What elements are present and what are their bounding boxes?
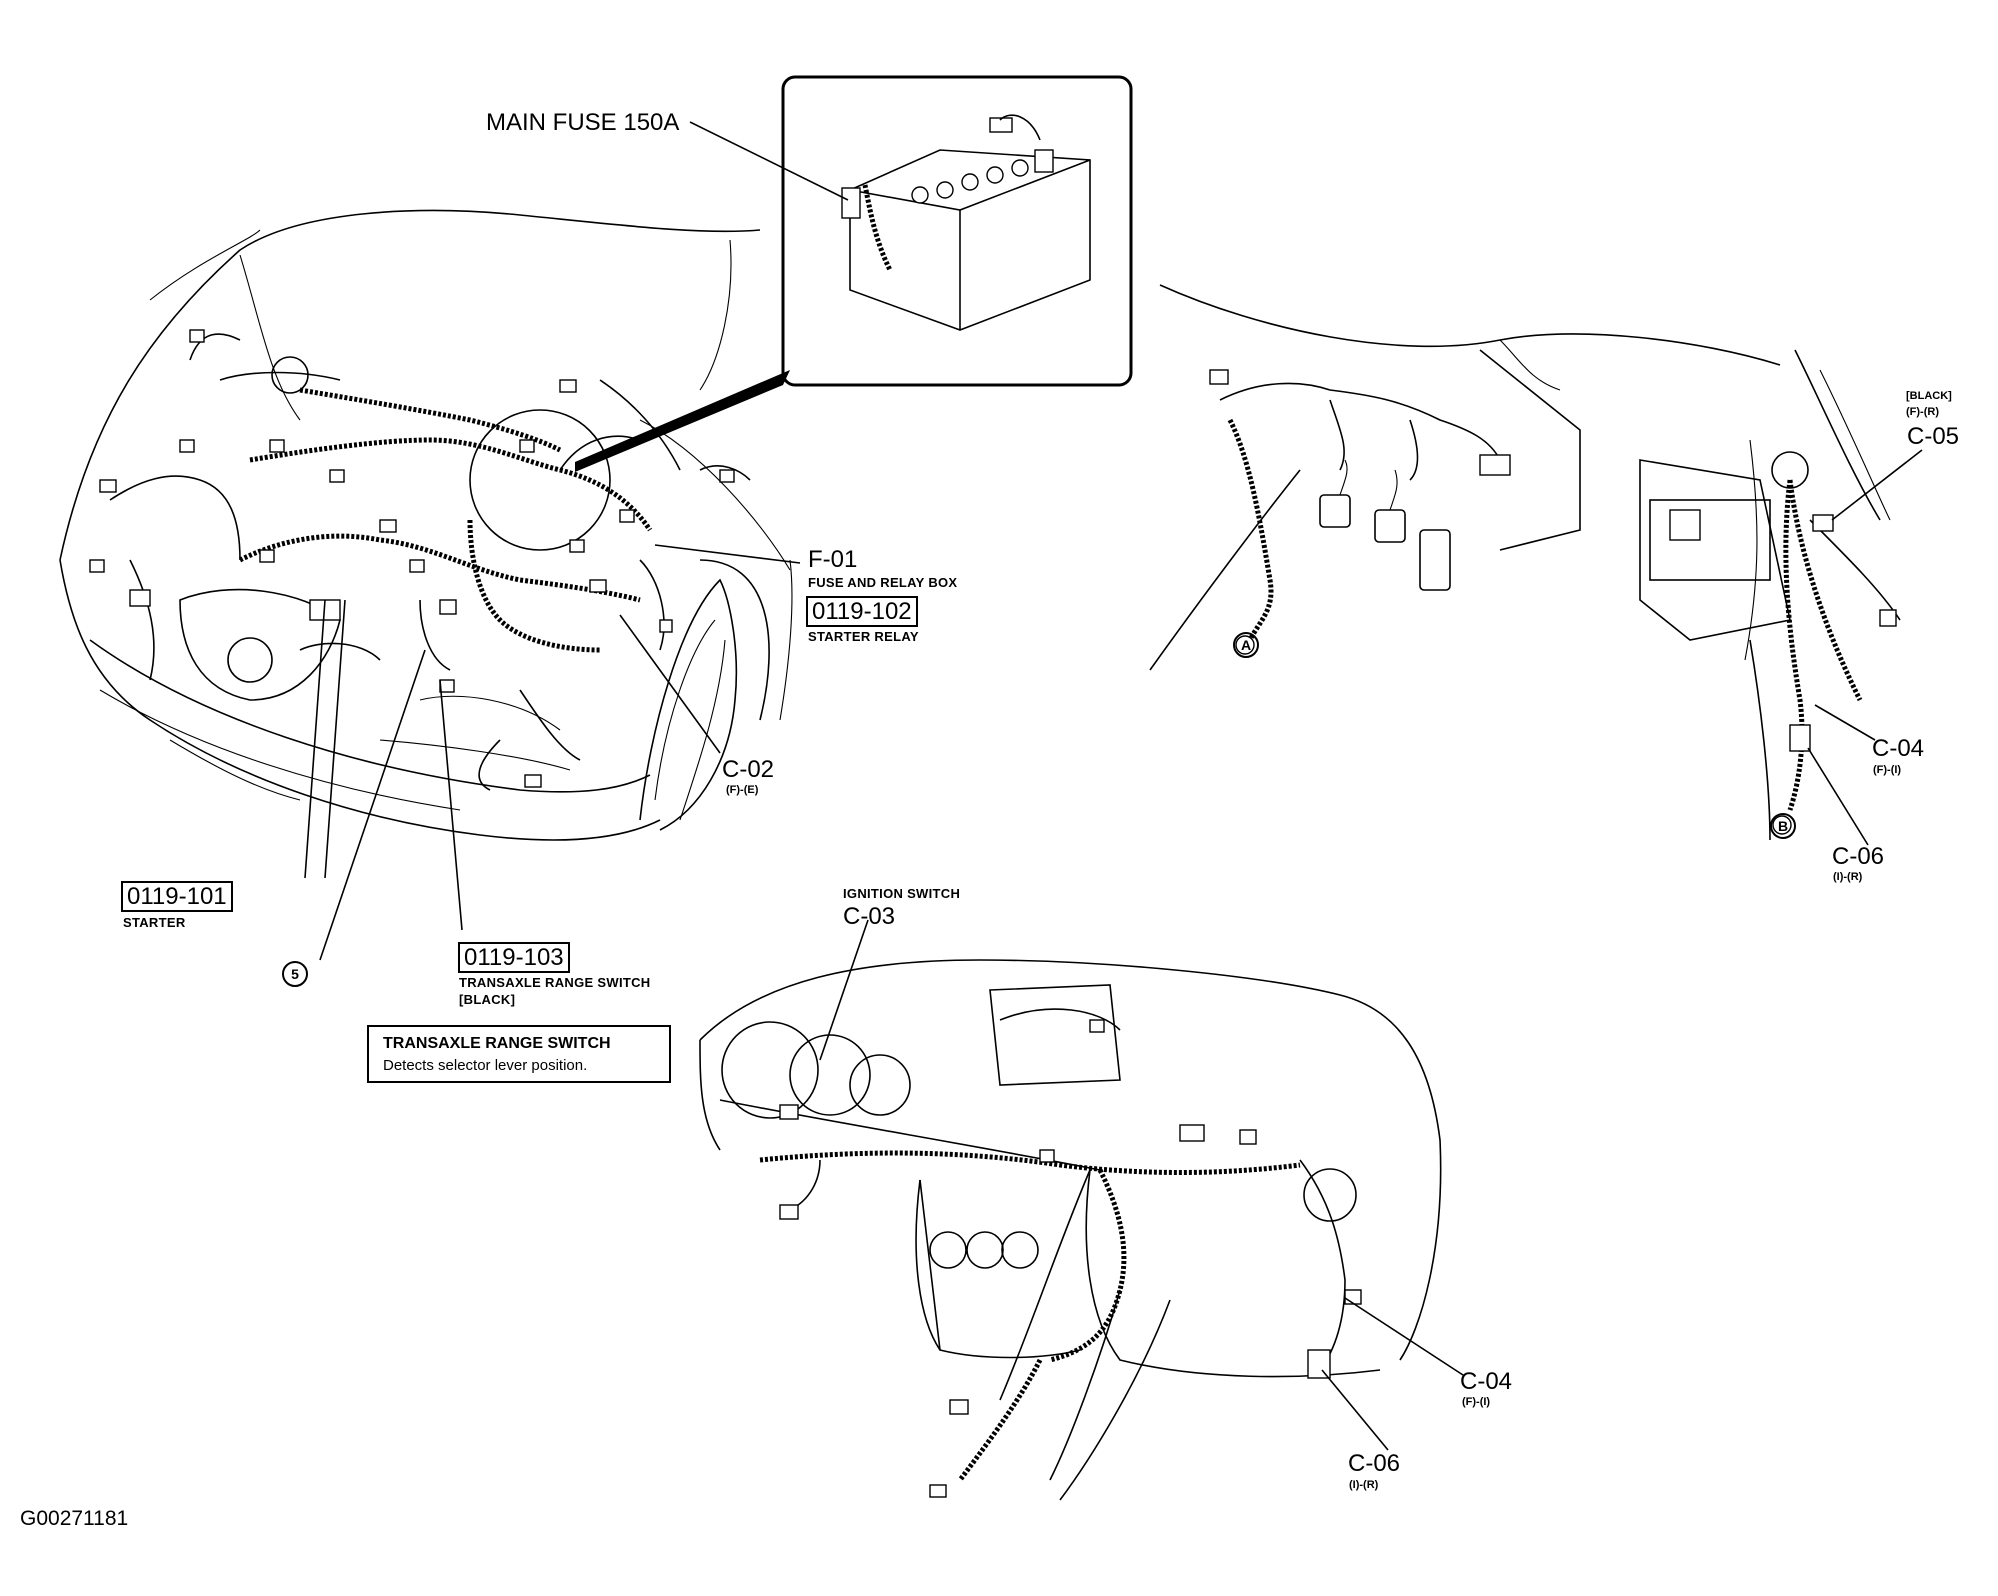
leader-lines	[304, 121, 1923, 1451]
range-switch-code: 0119-103	[458, 942, 570, 973]
c04-dash-grid: (F)-(I)	[1462, 1396, 1491, 1408]
c06-dash-grid: (I)-(R)	[1349, 1479, 1379, 1491]
c06-right-code: C-06	[1832, 843, 1885, 870]
battery-inset	[575, 75, 1133, 472]
c04-dash-code: C-04	[1460, 1368, 1513, 1395]
circle-b-marker: B	[1770, 813, 1796, 839]
range-switch-label: TRANSAXLE RANGE SWITCH	[459, 975, 651, 990]
fuse-relay-box-label: FUSE AND RELAY BOX	[808, 575, 958, 590]
c05-color: [BLACK]	[1906, 390, 1952, 402]
f01-code: F-01	[808, 546, 858, 573]
range-switch-color: [BLACK]	[459, 992, 516, 1007]
c03-code: C-03	[843, 903, 896, 930]
starter-relay-code: 0119-102	[806, 596, 918, 627]
figure-id: G00271181	[20, 1507, 129, 1530]
circle-a-marker: A	[1233, 632, 1259, 658]
c02-grid: (F)-(E)	[726, 784, 759, 796]
c05-grid: (F)-(R)	[1906, 406, 1939, 418]
starter-relay-label: STARTER RELAY	[808, 629, 919, 644]
c05-code: C-05	[1907, 423, 1960, 450]
circle-5-marker: 5	[282, 961, 308, 987]
note-title: TRANSAXLE RANGE SWITCH	[383, 1035, 611, 1052]
main-fuse-label: MAIN FUSE 150A	[486, 109, 680, 136]
c04-right-code: C-04	[1872, 735, 1925, 762]
footwell-drawing	[1149, 284, 1901, 841]
ignition-switch-label: IGNITION SWITCH	[843, 886, 961, 901]
starter-label: STARTER	[123, 915, 186, 930]
note-text: Detects selector lever position.	[383, 1057, 588, 1074]
c06-dash-code: C-06	[1348, 1450, 1401, 1477]
c04-right-grid: (F)-(I)	[1873, 764, 1902, 776]
c02-code: C-02	[722, 756, 775, 783]
dashboard-drawing	[699, 959, 1442, 1501]
range-switch-note: TRANSAXLE RANGE SWITCH Detects selector …	[367, 1025, 671, 1083]
c06-right-grid: (I)-(R)	[1833, 871, 1863, 883]
engine-bay-drawing	[59, 209, 793, 841]
starter-code: 0119-101	[121, 881, 233, 912]
